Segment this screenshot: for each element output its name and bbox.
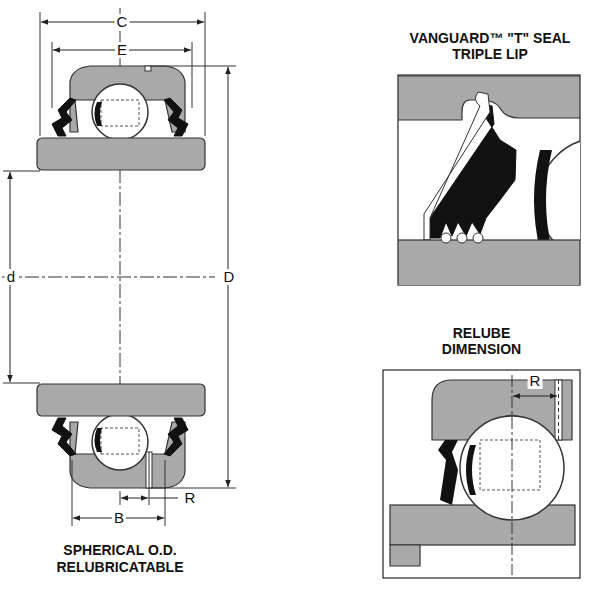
bearing-section: [37, 384, 205, 488]
cage: [101, 100, 139, 126]
dimension-line: [121, 498, 148, 499]
relube-hole: [555, 380, 562, 440]
bearing-section: [37, 66, 205, 170]
relube-hole: [558, 380, 559, 440]
inner-ring: [398, 240, 580, 285]
dimension-label: C: [115, 14, 130, 30]
detail-inset: VANGUARD™ "T" SEAL TRIPLE LIP: [395, 30, 585, 285]
extension-line: [150, 488, 236, 489]
center-line: [2, 277, 215, 278]
inset-title: RELUBE DIMENSION: [417, 325, 547, 357]
cage-bar: [534, 150, 552, 250]
inset-title: VANGUARD™ "T" SEAL TRIPLE LIP: [400, 30, 580, 62]
relube-hole: [145, 66, 151, 71]
extension-line: [150, 66, 236, 67]
cage-bar: [95, 102, 103, 126]
figure-caption: SPHERICAL O.D. RELUBRICATABLE: [38, 542, 203, 576]
extension-line: [149, 488, 150, 505]
seal: [438, 440, 458, 505]
dimension-label: R: [183, 490, 198, 506]
inner-ring: [37, 138, 205, 170]
dimension-label: R: [528, 373, 543, 389]
extension-line: [192, 42, 193, 108]
cage-bar: [466, 445, 476, 495]
seal-case: [424, 92, 490, 240]
center-line: [512, 375, 513, 575]
extension-line: [72, 460, 73, 526]
extension-line: [165, 460, 166, 526]
extension-line: [52, 42, 53, 108]
extension-line: [3, 383, 40, 384]
lip-contact: [473, 233, 483, 243]
dimension-label: d: [5, 269, 17, 285]
seal: [52, 98, 76, 136]
inner-ring: [390, 545, 420, 566]
detail-inset: RELUBE DIMENSION: [383, 325, 580, 578]
leader-line: [149, 498, 178, 499]
seal-detail: [398, 76, 580, 285]
extension-line: [205, 12, 206, 136]
dimension-label: D: [222, 269, 237, 285]
cage: [480, 440, 540, 490]
dimension-line: [513, 396, 557, 397]
relube-hole: [149, 452, 150, 488]
extension-line: [40, 12, 41, 136]
relube-detail: [390, 375, 575, 575]
extension-line: [3, 171, 40, 172]
inset-border: [383, 370, 580, 578]
ball: [92, 84, 148, 140]
dimension-label: E: [115, 42, 129, 58]
lip-contact: [441, 233, 451, 243]
relube-hole: [146, 452, 152, 488]
seal: [164, 98, 188, 136]
dimension-label: B: [112, 510, 126, 526]
lip-contact: [457, 233, 467, 243]
